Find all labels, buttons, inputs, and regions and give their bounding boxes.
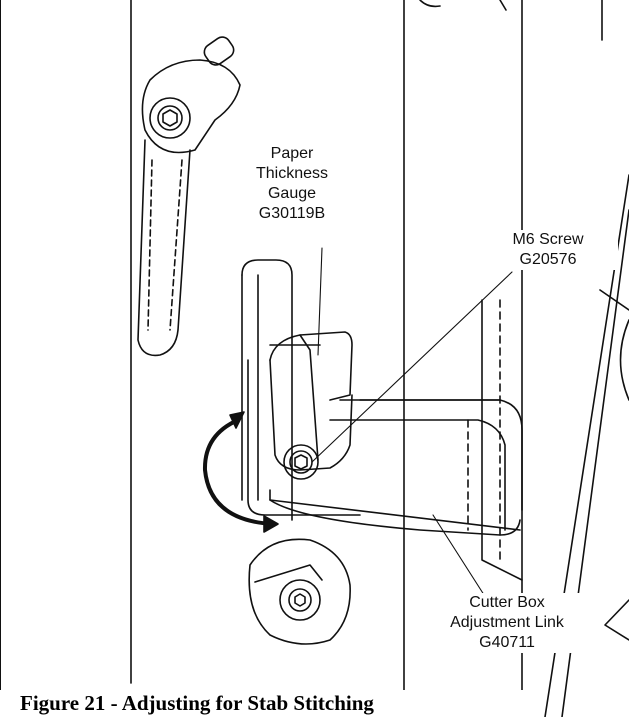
screw-label-line: M6 Screw bbox=[512, 231, 584, 248]
paper-gauge-label-line: Thickness bbox=[255, 165, 329, 182]
lower-pin bbox=[248, 538, 351, 645]
screw-part-number: G20576 bbox=[519, 251, 577, 268]
adjustment-link-label-line: Adjustment Link bbox=[450, 614, 564, 631]
paper-gauge-label-line: Gauge bbox=[267, 185, 317, 202]
clamp-lever bbox=[137, 36, 241, 357]
adjustment-link-bar bbox=[247, 344, 523, 536]
figure-caption: Figure 21 - Adjusting for Stab Stitching bbox=[0, 690, 524, 717]
paper-gauge-part-number: G30119B bbox=[258, 205, 326, 222]
paper-gauge-label-line: Paper bbox=[270, 145, 314, 162]
adjustment-link-label-line: Cutter Box bbox=[469, 594, 545, 611]
adjustment-link-part-number: G40711 bbox=[479, 634, 535, 651]
rotation-arrow bbox=[202, 411, 279, 533]
screw-label: M6 Screw G20576 bbox=[478, 230, 618, 270]
paper-gauge-label: Paper Thickness Gauge G30119B bbox=[232, 144, 352, 224]
adjustment-slot bbox=[241, 259, 293, 521]
paper-thickness-gauge bbox=[269, 331, 353, 480]
adjustment-link-label: Cutter Box Adjustment Link G40711 bbox=[432, 593, 582, 653]
leader-lines bbox=[311, 247, 521, 649]
